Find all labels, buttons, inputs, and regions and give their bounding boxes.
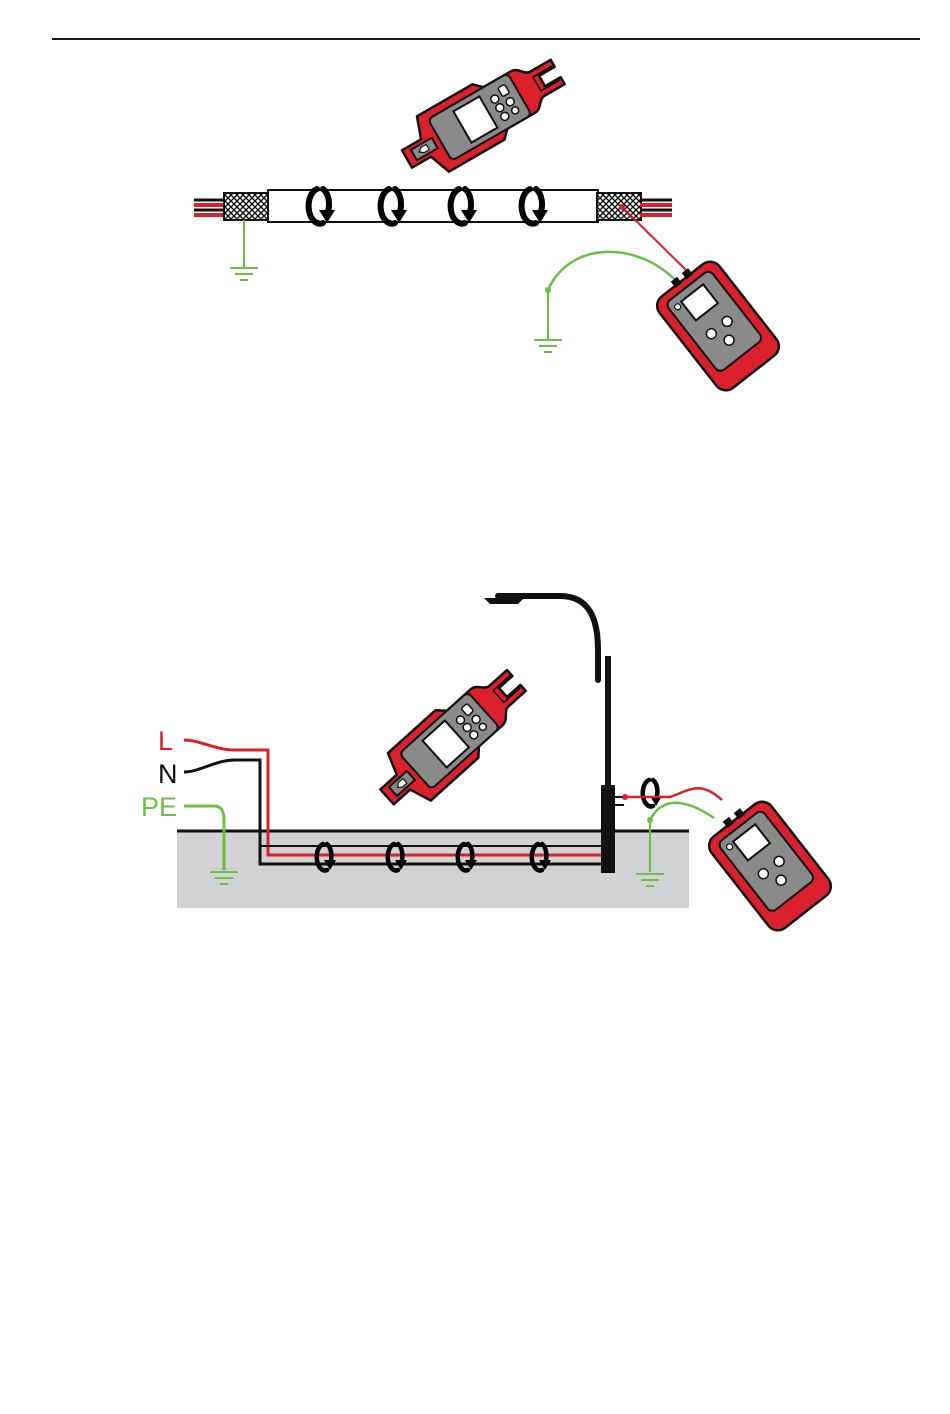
transmitter-icon [701,792,836,935]
clamp-receiver-icon [366,657,538,821]
top-diagram [194,44,784,395]
red-test-lead [625,788,722,800]
label-protective-earth: PE [141,792,177,822]
cable-jacket [268,190,598,222]
ground-symbol-icon [230,268,258,280]
clamp-receiver-icon [391,44,574,186]
green-test-lead [650,803,714,820]
left-shield-braid [224,193,268,220]
green-test-lead [548,252,680,290]
left-conductors [194,200,226,215]
signal-loop-icon [643,780,662,806]
label-neutral: N [158,759,178,789]
label-line: L [158,726,173,756]
ground-symbol-icon [534,340,562,352]
right-conductors [640,200,672,215]
bottom-diagram: L N PE [141,596,836,935]
right-shield-braid [597,193,641,220]
